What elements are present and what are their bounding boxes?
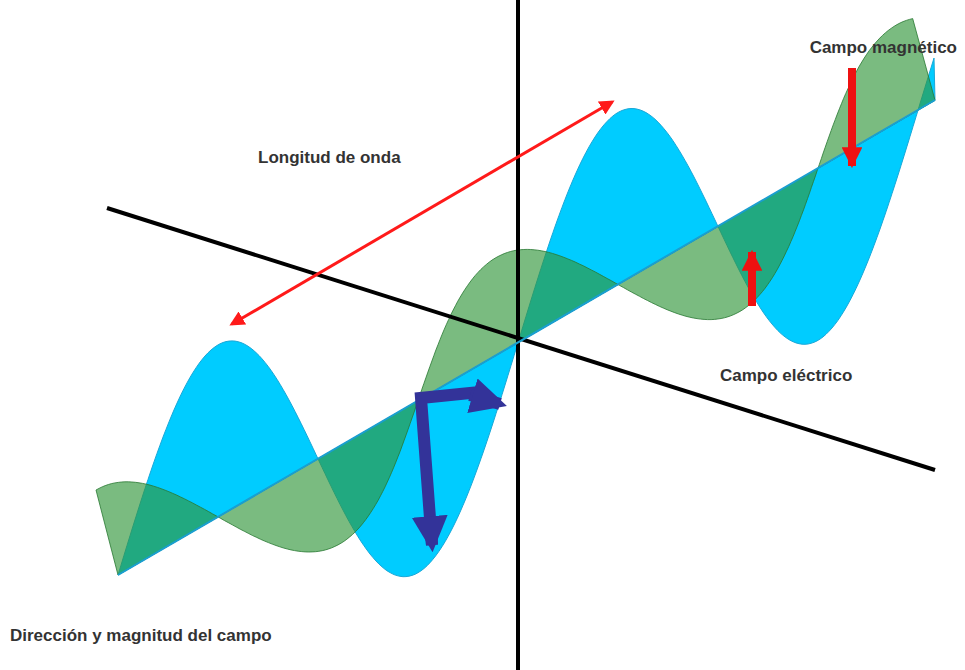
magnetic-arrow — [848, 68, 856, 166]
caption-label: Dirección y magnitud del campo — [10, 626, 272, 646]
wavelength-arrow — [232, 102, 612, 324]
electric-arrow — [748, 252, 756, 306]
vertical-axis — [516, 0, 520, 670]
horizontal-axis — [107, 208, 935, 470]
field-vector-down — [430, 520, 432, 545]
field-vector-right — [470, 395, 500, 404]
field-label: Campo eléctrico — [720, 366, 852, 386]
wavelength-label: Longitud de onda — [258, 148, 401, 168]
magnetic-wave — [96, 19, 935, 575]
propagation-axis — [118, 100, 935, 575]
field-vector-shaft — [421, 392, 480, 545]
field-label: Campo magnético — [810, 38, 957, 58]
